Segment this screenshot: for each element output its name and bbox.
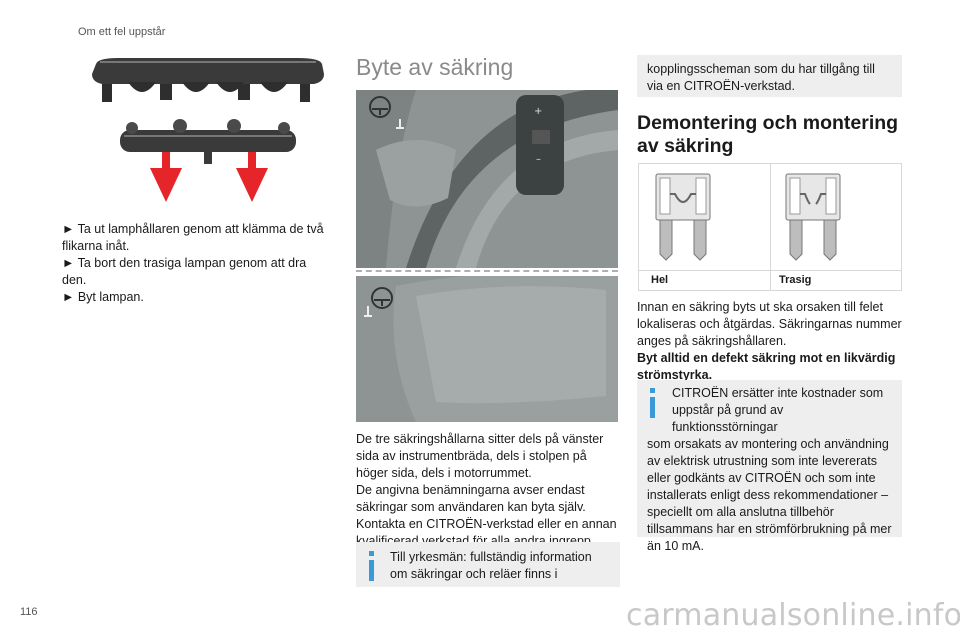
info-note-continued: kopplingsscheman som du har tillgång til… (637, 55, 902, 97)
watermark: carmanualsonline.info (626, 598, 960, 633)
fuse-label-broken: Trasig (779, 274, 812, 286)
info-note: CITROËN ersätter inte kostnader som upps… (637, 380, 902, 553)
step-1: ► Ta ut lamphållaren genom att klämma de… (62, 222, 324, 253)
step-3: ► Byt lampan. (62, 290, 144, 304)
info-note-text: CITROËN ersätter inte kostnader som upps… (672, 386, 884, 434)
fuse-illustration (655, 173, 711, 261)
info-note-text: som orsakats av montering och användning… (647, 437, 892, 553)
fuse-illustration (785, 173, 841, 261)
fuse-broken-cell (771, 164, 902, 270)
red-arrow-icon (150, 152, 268, 202)
fuse-replacement-text: Innan en säkring byts ut ska orsaken til… (637, 299, 907, 384)
bold-paragraph: Byt alltid en defekt säkring mot en likv… (637, 351, 896, 382)
step-2: ► Ta bort den trasiga lampan genom att d… (62, 256, 307, 287)
dashboard-panel-illustration (356, 276, 618, 422)
page-header: Om ett fel uppstår (78, 26, 166, 38)
paragraph: Innan en säkring byts ut ska orsaken til… (637, 300, 902, 348)
info-note-text: kopplingsscheman som du har tillgång til… (647, 62, 875, 93)
page-number: 116 (20, 606, 38, 618)
info-note: Till yrkesmän: fullständig information o… (356, 542, 620, 587)
fuse-intact-cell (639, 164, 770, 270)
lamp-holder-illustration (92, 58, 324, 202)
fuse-table: Hel Trasig (638, 163, 902, 291)
info-icon (369, 551, 374, 581)
image-separator (356, 270, 618, 272)
info-note-text: Till yrkesmän: fullständig information o… (390, 550, 592, 581)
table-divider (639, 270, 901, 271)
dashboard-illustration: + – (356, 90, 618, 268)
svg-text:+: + (534, 106, 542, 117)
fuse-label-intact: Hel (651, 274, 669, 286)
table-divider (770, 164, 771, 290)
section-title-removal: Demontering och montering av säkring (637, 112, 899, 157)
paragraph: De tre säkringshållarna sitter dels på v… (356, 432, 604, 480)
fuse-location-text: De tre säkringshållarna sitter dels på v… (356, 431, 618, 550)
paragraph: De angivna benämningarna avser endast sä… (356, 483, 586, 514)
info-icon (650, 388, 655, 418)
svg-text:–: – (536, 154, 541, 165)
lamp-replacement-steps: ► Ta ut lamphållaren genom att klämma de… (62, 221, 332, 306)
section-title-fuse: Byte av säkring (356, 54, 514, 80)
